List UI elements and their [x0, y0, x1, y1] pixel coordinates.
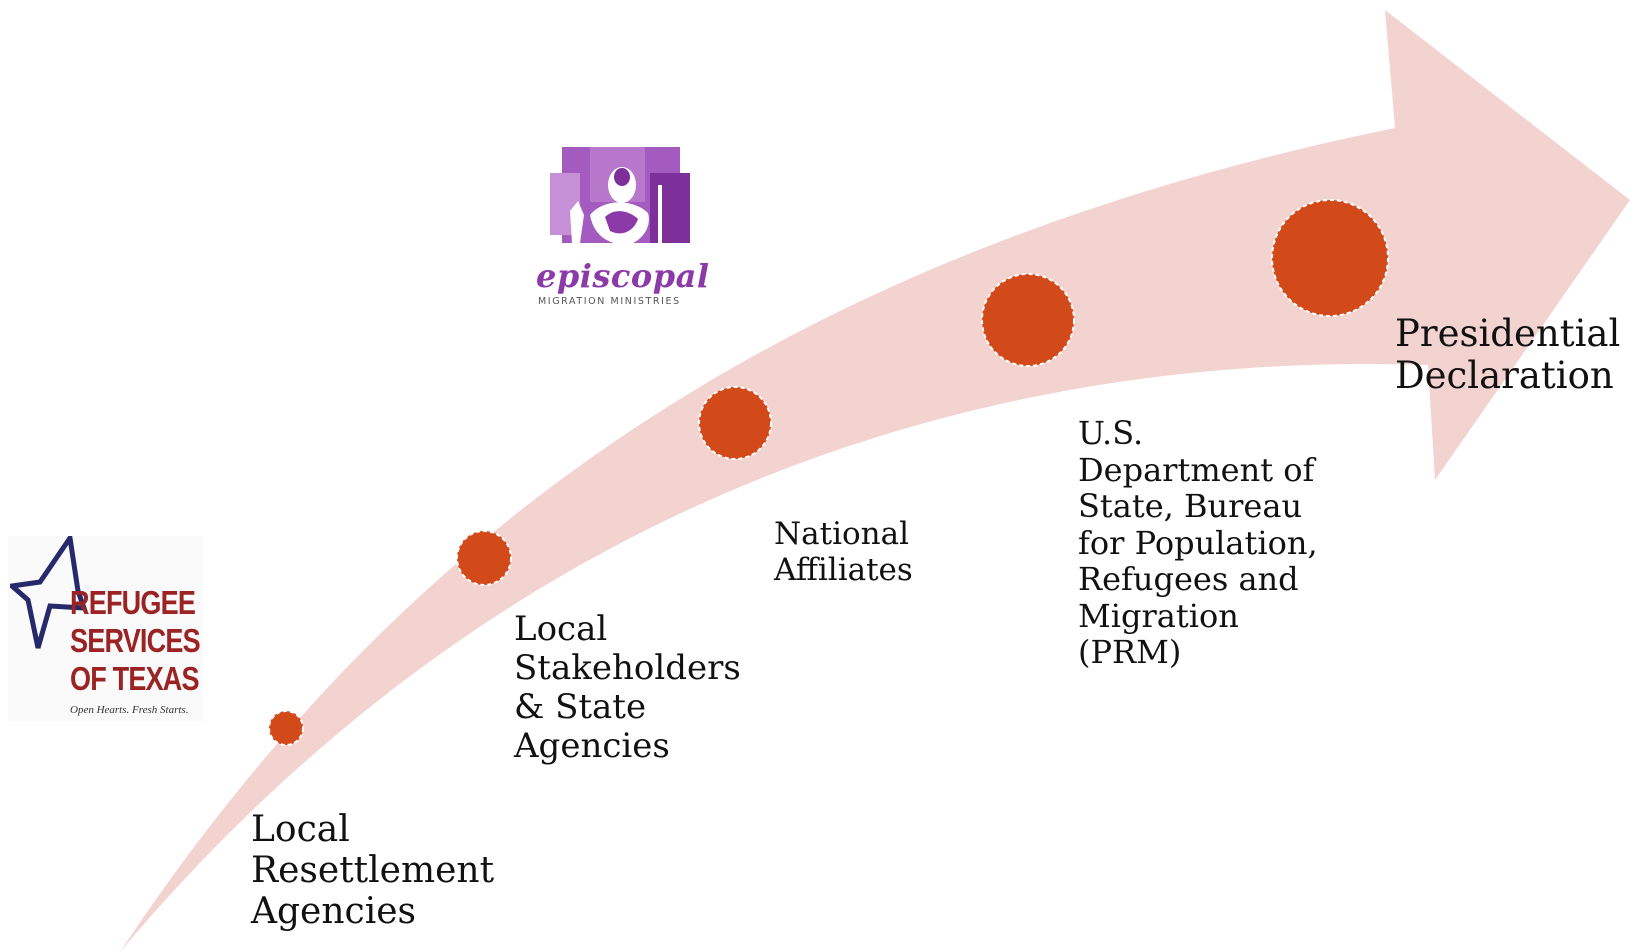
- episcopal-migration-ministries-logo: episcopal MIGRATION MINISTRIES: [530, 145, 710, 310]
- holy-family-icon: [550, 147, 690, 245]
- node-presidential-declaration: [1271, 199, 1389, 317]
- refugee-services-of-texas-logo: REFUGEE SERVICES OF TEXAS Open Hearts. F…: [8, 536, 203, 721]
- star-icon: [10, 536, 88, 649]
- label-local-resettlement-agencies: Local Resettlement Agencies: [251, 809, 495, 932]
- node-local-stakeholders: [456, 530, 512, 586]
- label-national-affiliates: National Affiliates: [774, 516, 913, 588]
- label-presidential-declaration: Presidential Declaration: [1395, 312, 1621, 397]
- label-us-department-of-state-prm: U.S. Department of State, Bureau for Pop…: [1078, 414, 1318, 671]
- node-local-resettlement-agencies: [268, 710, 304, 746]
- episcopal-wordmark: episcopal: [536, 257, 710, 295]
- node-us-department-of-state-prm: [981, 273, 1075, 367]
- curved-progression-arrow: [120, 10, 1630, 952]
- refugee-services-tagline: Open Hearts. Fresh Starts.: [70, 704, 189, 716]
- label-local-stakeholders: Local Stakeholders & State Agencies: [514, 609, 741, 766]
- migration-ministries-subtitle: MIGRATION MINISTRIES: [538, 296, 681, 307]
- refugee-services-wordmark: REFUGEE SERVICES OF TEXAS: [70, 584, 201, 697]
- node-national-affiliates: [698, 386, 772, 460]
